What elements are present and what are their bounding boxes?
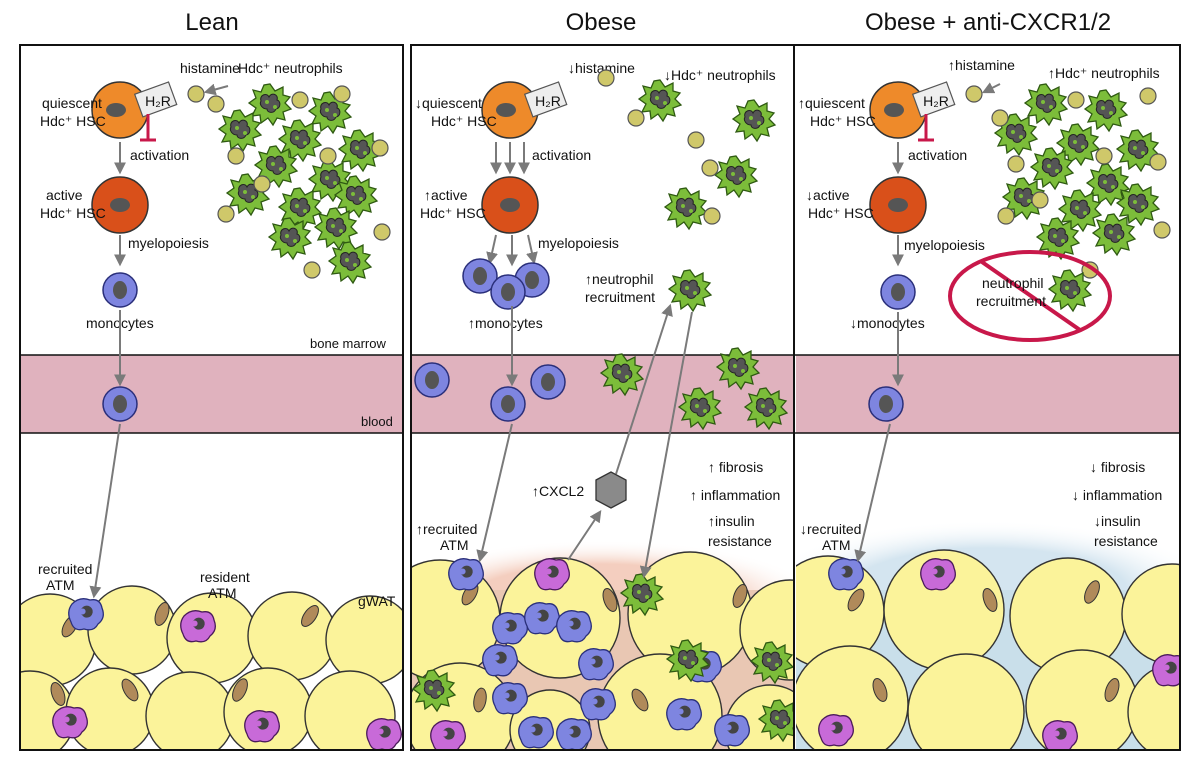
neutrophil-label-anti: neutrophil (982, 275, 1044, 291)
inflammation-label-anti: ↓ inflammation (1072, 487, 1162, 503)
hsc-a-label-anti: Hdc⁺ HSC (808, 205, 874, 221)
bone-marrow-anti: H₂R ↑histamine ↑Hdc⁺ neutrophils ↑quiesc… (798, 57, 1171, 563)
hsc-q-label-lean: Hdc⁺ HSC (40, 113, 106, 129)
gwat-label: gWAT (358, 593, 396, 609)
resident-label-lean: resident (200, 569, 250, 585)
activation-label-lean: activation (130, 147, 189, 163)
bone-marrow-obese: H₂R ↓histamine ↓Hdc⁺ neutrophils ↓quiesc… (414, 60, 788, 579)
recruitment-label-anti: recruitment (976, 293, 1046, 309)
myelopoiesis-label-lean: myelopoiesis (128, 235, 209, 251)
recruited-label-lean: recruited (38, 561, 92, 577)
monocytes-label-anti: ↓monocytes (850, 315, 925, 331)
h2r-label-obese: H₂R (535, 93, 561, 109)
recruited-label-anti: ↓recruited (800, 521, 861, 537)
recruited-atm-label-lean: ATM (46, 577, 75, 593)
gwat-obese (411, 540, 794, 750)
myelopoiesis-label-anti: myelopoiesis (904, 237, 985, 253)
cxcl2-label: ↑CXCL2 (532, 483, 584, 499)
recruitment-label-obese: recruitment (585, 289, 655, 305)
quiescent-label-anti: ↑quiescent (798, 95, 865, 111)
neutrophils-label-lean: Hdc⁺ neutrophils (238, 60, 343, 76)
hsc-a-label-lean: Hdc⁺ HSC (40, 205, 106, 221)
blood-label: blood (361, 414, 393, 429)
active-label-anti: ↓active (806, 187, 850, 203)
active-label-obese: ↑active (424, 187, 468, 203)
h2r-label-anti: H₂R (923, 93, 949, 109)
fibrosis-label-anti: ↓ fibrosis (1090, 459, 1145, 475)
neutrophils-label-obese: ↓Hdc⁺ neutrophils (664, 67, 776, 83)
resistance-label-anti: resistance (1094, 533, 1158, 549)
neutrophil-cluster-obese (627, 79, 776, 230)
blood-band-lean (20, 355, 403, 433)
resistance-label-obese: resistance (708, 533, 772, 549)
neutrophil-cluster-anti (991, 83, 1171, 279)
fibrosis-label-obese: ↑ fibrosis (708, 459, 763, 475)
hsc-a-label-obese: Hdc⁺ HSC (420, 205, 486, 221)
atm-label-obese: ATM (440, 537, 469, 553)
monocytes-label-obese: ↑monocytes (468, 315, 543, 331)
title-lean: Lean (185, 9, 238, 36)
insulin-label-obese: ↑insulin (708, 513, 755, 529)
neutrophil-cluster-lean (207, 83, 391, 284)
myelopoiesis-label-obese: myelopoiesis (538, 235, 619, 251)
bone-marrow-label: bone marrow (310, 336, 386, 351)
gwat-lean (20, 585, 403, 750)
hsc-q-label-anti: Hdc⁺ HSC (810, 113, 876, 129)
bone-marrow-lean: H₂R histamine quiescent Hdc⁺ HSC activat… (38, 60, 396, 609)
activation-label-anti: activation (908, 147, 967, 163)
inflammation-label-obese: ↑ inflammation (690, 487, 780, 503)
gwat-anti (796, 520, 1180, 750)
neutrophil-recruit-label-obese: ↑neutrophil (585, 271, 654, 287)
histamine-label-lean: histamine (180, 60, 240, 76)
hsc-q-label-obese: Hdc⁺ HSC (431, 113, 497, 129)
title-obese: Obese (566, 9, 637, 36)
blocked-recruitment-oval (948, 250, 1112, 342)
histamine-label-anti: ↑histamine (948, 57, 1015, 73)
insulin-label-anti: ↓insulin (1094, 513, 1141, 529)
quiescent-label-lean: quiescent (42, 95, 102, 111)
histamine-label-obese: ↓histamine (568, 60, 635, 76)
active-label-lean: active (46, 187, 83, 203)
resident-atm-label-lean: ATM (208, 585, 237, 601)
quiescent-label-obese: ↓quiescent (415, 95, 482, 111)
h2r-label-lean: H₂R (145, 93, 171, 109)
activation-label-obese: activation (532, 147, 591, 163)
cxcl2-hexagon (595, 471, 627, 509)
neutrophils-label-anti: ↑Hdc⁺ neutrophils (1048, 65, 1160, 81)
atm-label-anti: ATM (822, 537, 851, 553)
title-obese-anti-cxcr: Obese + anti-CXCR1/2 (865, 9, 1111, 36)
blood-band-anti (796, 355, 1180, 433)
recruited-label-obese: ↑recruited (416, 521, 477, 537)
h2r-receptor-lean (133, 81, 178, 118)
